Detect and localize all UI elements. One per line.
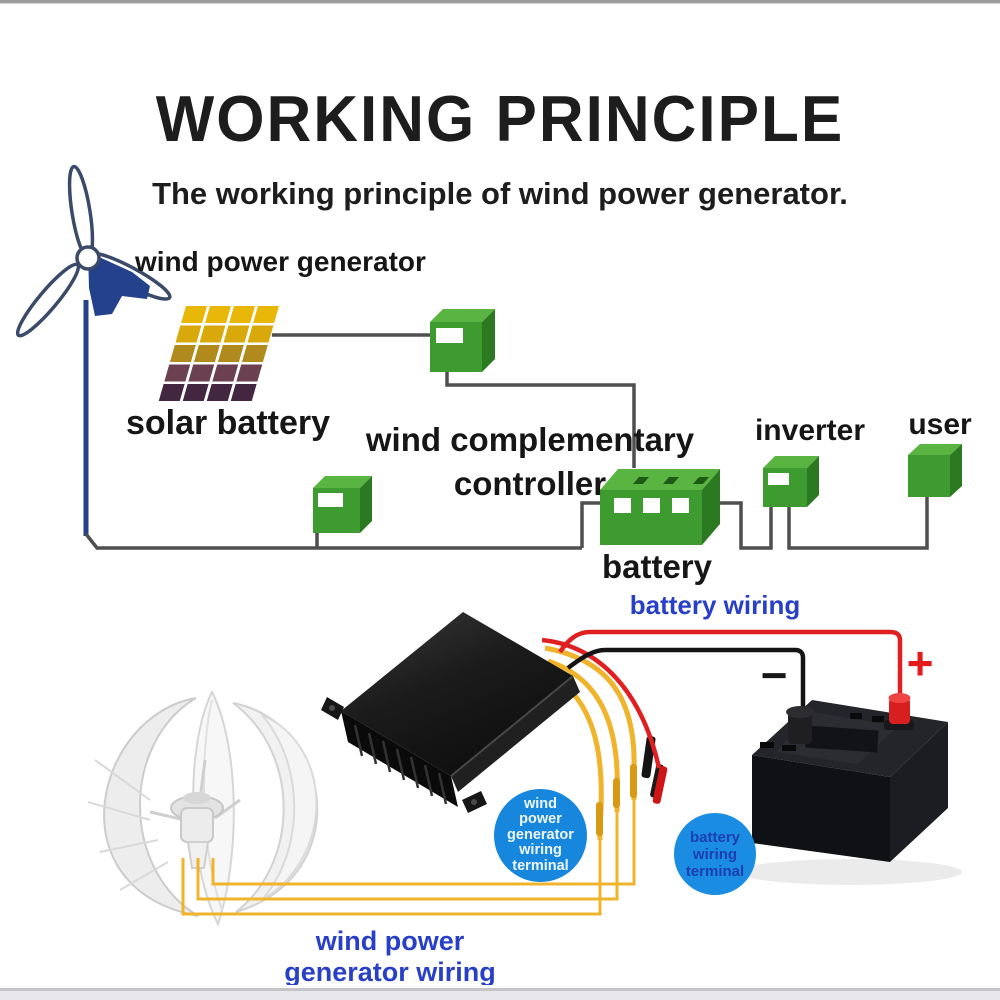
wpg-wiring-line2: generator wiring [284,957,496,987]
user-box-icon [908,444,962,497]
rail-controller-to-battery [445,372,636,468]
controller-box-icon [430,309,495,372]
label-battery-wiring: battery wiring [629,590,801,620]
label-solar-battery: solar battery [125,404,331,442]
solar-panel-icon [158,306,279,401]
label-wind-complementary-controller: wind complementary controller [330,418,730,506]
controller-photo [321,612,580,813]
badge-battery-wiring-terminal: battery wiring terminal [674,813,756,895]
badge-batt-line1: battery [689,828,741,846]
wind-turbine-icon [15,164,172,536]
minus-terminal-sign: − [760,649,788,701]
controller-label-line1: wind complementary [365,421,695,458]
label-wind-power-generator: wind power generator [135,246,426,277]
wind-turbine-photo [87,689,319,927]
schematic-rails [84,333,929,550]
top-border-line-light [0,3,1000,4]
rail-turbine-to-battery [84,501,600,550]
page-subtitle: The working principle of wind power gene… [152,176,848,211]
badge-wind-line1: wind [523,795,558,812]
inverter-box-icon [763,456,819,507]
turbine-nacelle [88,252,150,316]
bottom-bar-highlight [0,985,1000,988]
plus-terminal-sign: + [906,637,934,689]
badge-wind-line5: terminal [512,857,569,874]
badge-wind-line3: generator [507,826,574,843]
turbine-hub [75,245,101,271]
badge-wind-generator-wiring-terminal: wind power generator wiring terminal [494,789,587,882]
page-title: WORKING PRINCIPLE [155,83,845,156]
black-negative-wire [566,647,806,718]
badge-wind-line2: power [519,811,562,828]
label-battery: battery [601,548,713,585]
battery-wires [541,629,903,804]
badge-wind-line4: wiring [519,842,562,859]
wpg-wiring-line1: wind power [315,926,465,956]
rail-battery-to-inverter [702,501,773,550]
load-box-icon [313,476,372,533]
bottom-bar [0,991,1000,1000]
rail-inverter-to-user [787,497,929,550]
turbine-blade-left [15,262,81,338]
bottom-bar-line [0,988,1000,991]
red-positive-wire [558,629,903,700]
label-inverter: inverter [754,414,866,447]
red-dangling-wire [541,637,662,769]
top-border-line [0,0,1000,3]
badge-batt-line2: wiring [692,845,738,863]
controller-label-line2: controller [453,465,607,502]
label-user: user [908,408,972,441]
badge-batt-line3: terminal [685,862,745,880]
battery-box-icon [600,469,720,545]
battery-photo [738,693,962,885]
label-wind-power-generator-wiring: wind power generator wiring [240,926,540,988]
